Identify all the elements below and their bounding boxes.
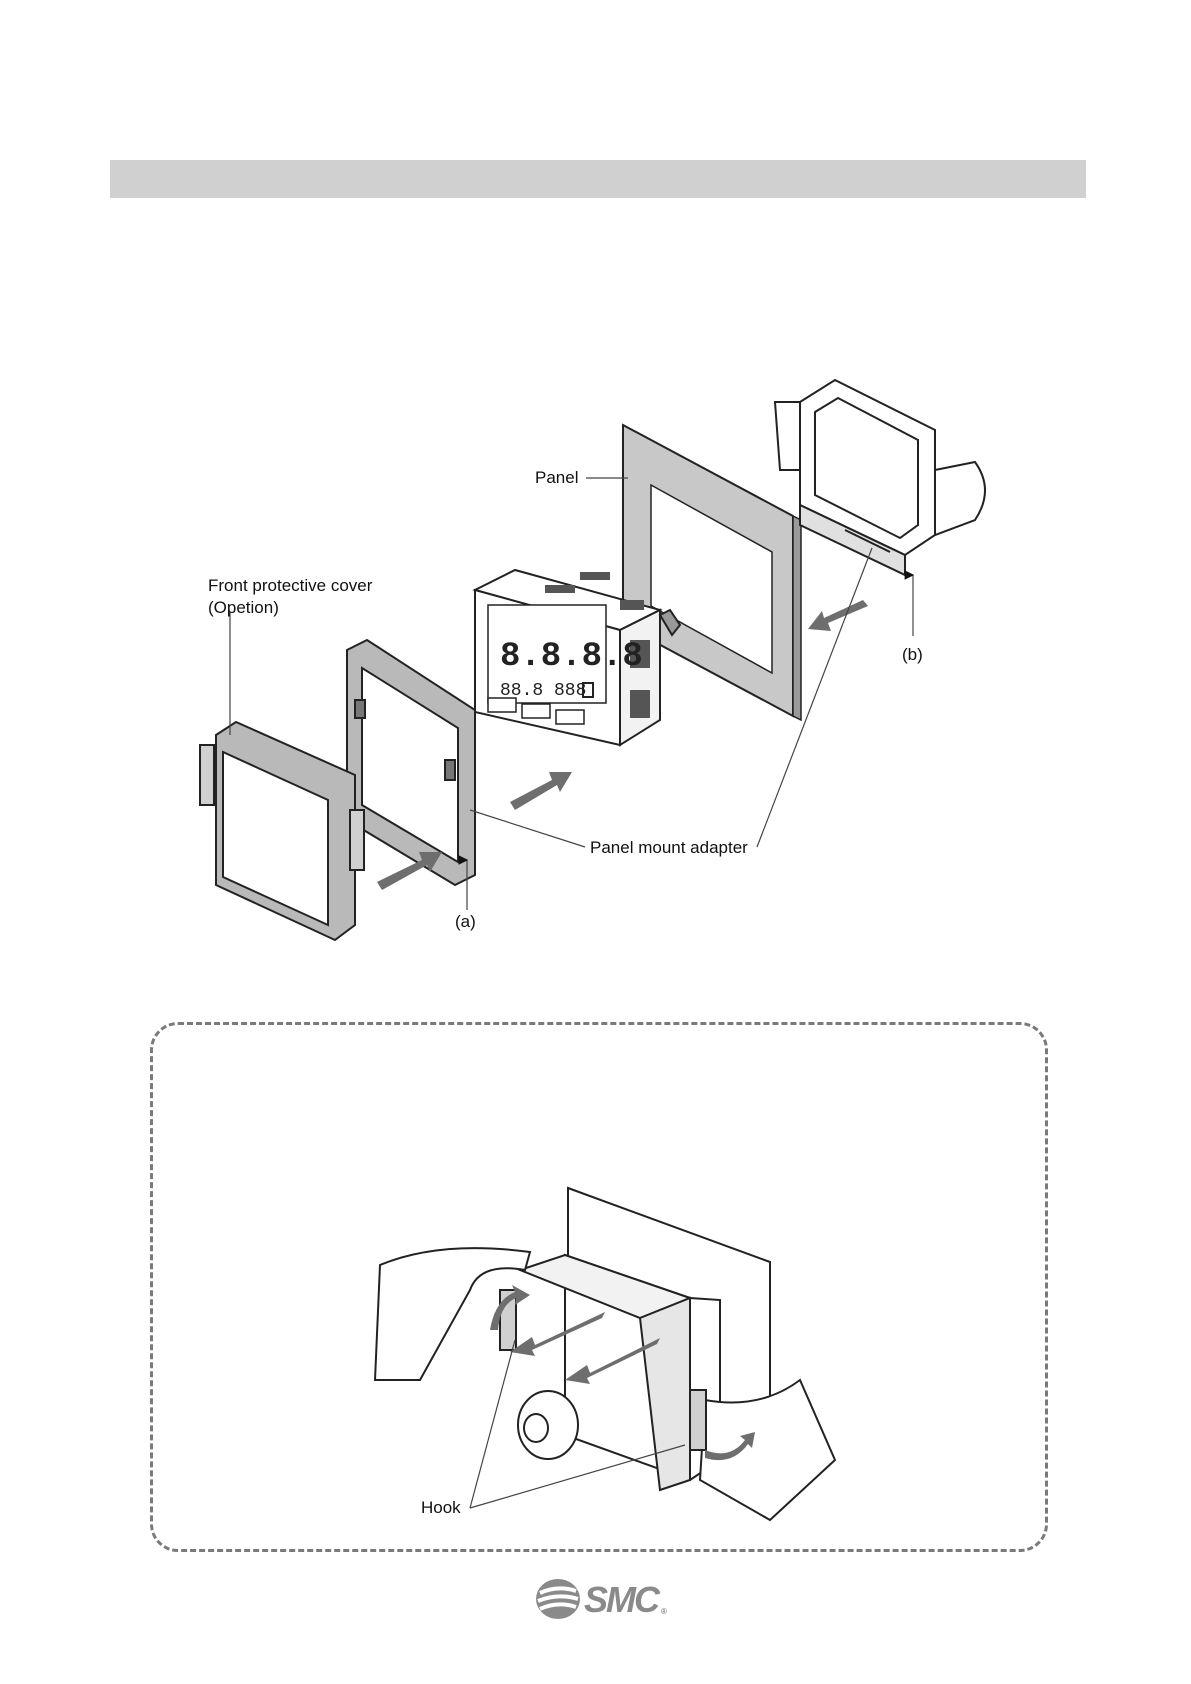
front-protective-cover [200, 722, 364, 940]
display-digits: 8.8.8.8 [500, 638, 643, 676]
label-front-cover-line1: Front protective cover [208, 576, 372, 596]
label-mark-a: (a) [455, 912, 476, 932]
label-mark-b: (b) [902, 645, 923, 665]
rear-bracket [775, 380, 985, 575]
smc-logo-text: SMC [584, 1579, 658, 1621]
label-panel-mount-adapter: Panel mount adapter [590, 838, 748, 858]
note-dashed-box [150, 1022, 1048, 1552]
label-panel: Panel [535, 468, 578, 488]
smc-logo: SMC ® [534, 1577, 664, 1621]
panel-mount-adapter [347, 640, 475, 885]
label-front-cover-line2: (Opetion) [208, 598, 279, 618]
smc-logo-mark [534, 1577, 582, 1621]
label-hook: Hook [421, 1498, 461, 1518]
registered-mark: ® [661, 1607, 667, 1616]
